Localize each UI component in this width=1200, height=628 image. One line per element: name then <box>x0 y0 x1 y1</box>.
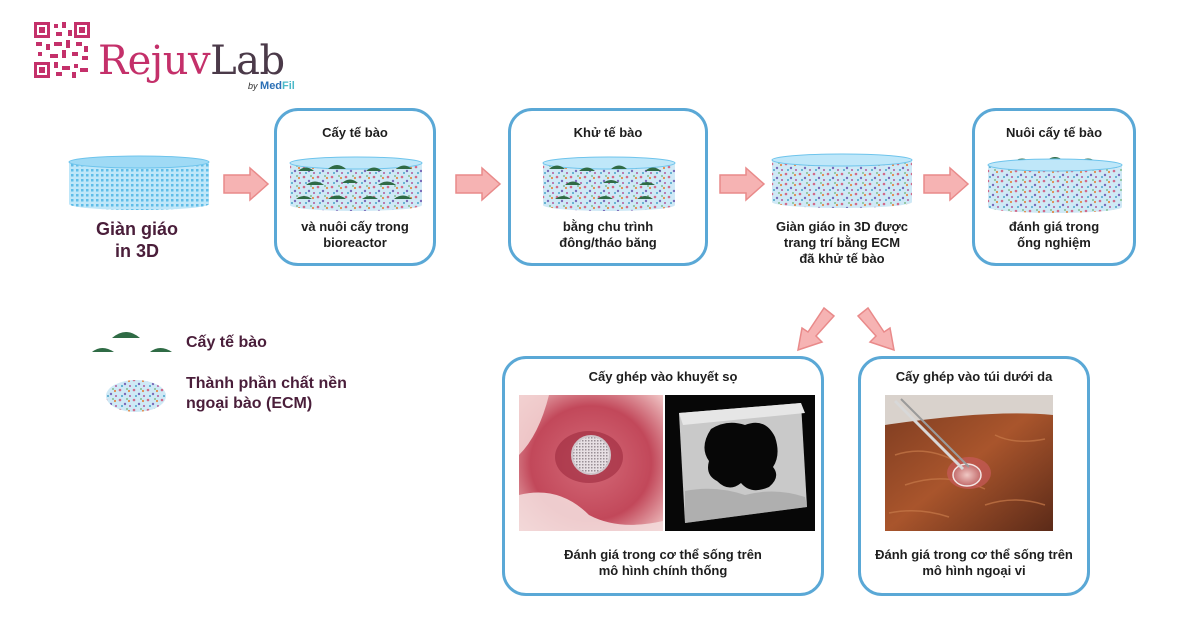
seeding-sub-line2: bioreactor <box>323 235 387 250</box>
ecm-scaffold <box>771 153 913 208</box>
arrow-right-icon <box>719 166 766 202</box>
ecm-line2: trang trí bằng ECM <box>783 235 901 250</box>
subq-sub-line1: Đánh giá trong cơ thể sống trên <box>875 547 1073 562</box>
subq-sub-line2: mô hình ngoại vi <box>922 563 1026 578</box>
brand-logo: RejuvLab <box>98 38 285 84</box>
invitro-sub-line1: đánh giá trong <box>1008 219 1100 234</box>
subq-title: Cấy ghép vào túi dưới da <box>895 369 1053 384</box>
cells-legend-label: Cấy tế bào <box>186 334 267 351</box>
ecm-line1: Giàn giáo in 3D được <box>775 219 909 234</box>
ecm-legend-icon <box>106 380 166 412</box>
ecm-legend-label: Thành phần chất nền ngoại bào (ECM) <box>186 374 347 414</box>
seeded-scaffold <box>289 156 423 211</box>
brand-name-part1: Rejuv <box>98 38 211 84</box>
arrow-right-icon <box>223 166 270 202</box>
ecm-legend-line2: ngoại bào (ECM) <box>186 395 313 412</box>
invitro-subtitle: đánh giá trong ống nghiệm <box>975 219 1133 251</box>
skull-subtitle: Đánh giá trong cơ thể sống trên mô hình … <box>505 547 821 579</box>
ecm-label: Giàn giáo in 3D được trang trí bằng ECM … <box>752 219 932 267</box>
subq-implant-box: Cấy ghép vào túi dưới da Đánh giá trong … <box>858 356 1090 596</box>
invitro-box: Nuôi cấy tế bào đánh giá trong ống nghiệ… <box>972 108 1136 266</box>
invitro-title: Nuôi cấy tế bào <box>1005 125 1103 140</box>
brand-byline: by MedFil <box>248 80 295 92</box>
ecm-legend-line1: Thành phần chất nền <box>186 375 347 392</box>
cells-legend-icon <box>92 332 172 352</box>
arrow-right-icon <box>455 166 502 202</box>
start-label: Giàn giáo in 3D <box>82 218 192 262</box>
decell-scaffold <box>542 156 676 211</box>
ecm-line3: đã khử tế bào <box>799 251 885 266</box>
subq-subtitle: Đánh giá trong cơ thể sống trên mô hình … <box>861 547 1087 579</box>
qr-code <box>34 22 90 78</box>
brand-by: by <box>248 81 258 91</box>
start-label-line1: Giàn giáo <box>95 219 178 239</box>
decell-subtitle: bằng chu trình đông/tháo băng <box>511 219 705 251</box>
arrow-down-right-icon <box>856 306 895 352</box>
decell-sub-line1: bằng chu trình <box>562 219 654 234</box>
invitro-sub-line2: ống nghiệm <box>1017 235 1091 250</box>
decell-title: Khử tế bào <box>573 125 643 140</box>
seeding-subtitle: và nuôi cấy trong bioreactor <box>277 219 433 251</box>
skull-title: Cấy ghép vào khuyết sọ <box>588 369 738 384</box>
arrow-right-icon <box>923 166 970 202</box>
brand-by-part1: Med <box>260 80 283 92</box>
skull-sub-line1: Đánh giá trong cơ thể sống trên <box>564 547 762 562</box>
skull-sub-line2: mô hình chính thống <box>598 563 728 578</box>
start-label-line2: in 3D <box>114 241 159 261</box>
seeding-sub-line1: và nuôi cấy trong <box>301 219 409 234</box>
brand-by-part2: Fil <box>282 80 295 92</box>
decell-sub-line2: đông/tháo băng <box>559 235 657 250</box>
arrow-down-left-icon <box>797 306 836 352</box>
skull-surgery-photo <box>519 395 663 531</box>
invitro-scaffold <box>987 157 1123 213</box>
subq-surgery-photo <box>885 395 1053 531</box>
seeding-box: Cấy tế bào và nuôi cấy trong bioreactor <box>274 108 436 266</box>
seeding-title: Cấy tế bào <box>322 125 388 140</box>
decell-box: Khử tế bào bằng chu trình đông/tháo băng <box>508 108 708 266</box>
micro-ct-image <box>665 395 815 531</box>
skull-implant-box: Cấy ghép vào khuyết sọ Đánh giá trong c <box>502 356 824 596</box>
brand-name-part2: Lab <box>210 38 285 84</box>
scaffold-3d-printed <box>68 155 210 210</box>
